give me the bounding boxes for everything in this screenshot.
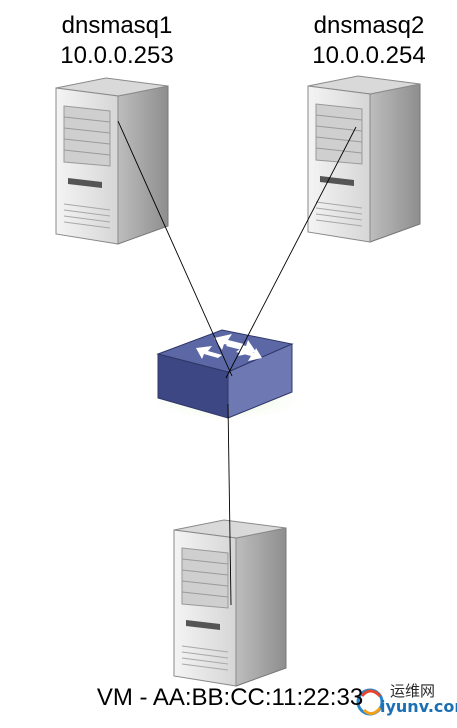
watermark: 运维网 iyunv.com	[350, 676, 457, 720]
watermark-url: iyunv.com	[380, 697, 457, 716]
dnsmasq2-name: dnsmasq2	[313, 12, 425, 39]
watermark-cn: 运维网	[390, 682, 436, 700]
server-dnsmasq2-icon	[307, 75, 421, 243]
link-switch-vm	[227, 403, 232, 606]
dnsmasq1-ip: 10.0.0.253	[60, 42, 174, 69]
network-switch-icon	[156, 329, 294, 419]
dnsmasq1-name: dnsmasq1	[61, 12, 173, 39]
link-dnsmasq1-switch	[117, 120, 233, 377]
dnsmasq2-ip: 10.0.0.254	[312, 42, 426, 69]
watermark-logo-icon	[356, 688, 384, 716]
link-dnsmasq2-switch	[225, 126, 357, 379]
vm-label: VM - AA:BB:CC:11:22:33	[96, 684, 364, 711]
links	[117, 120, 357, 606]
server-dnsmasq1-icon	[55, 77, 169, 245]
